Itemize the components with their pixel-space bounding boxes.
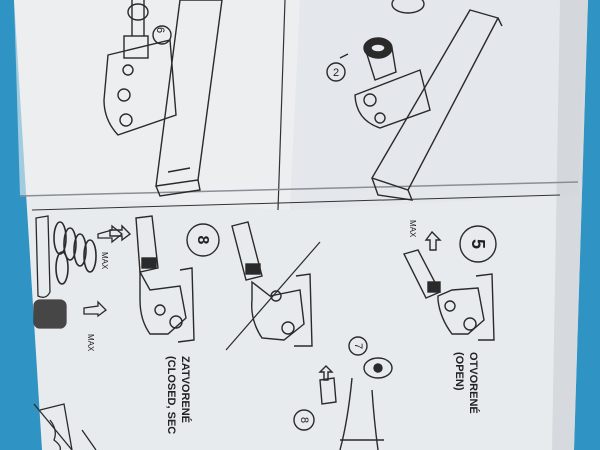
step-6-label: 6 — [154, 27, 166, 33]
section-divider — [31, 194, 561, 211]
drawing-hitch-step7 — [293, 336, 393, 450]
step-8b-label: 8 — [298, 417, 310, 423]
drawing-crossed-out — [225, 221, 321, 351]
drawing-spring-max — [33, 215, 124, 329]
caption-open-line2: (OPEN) — [453, 352, 465, 391]
step-7-label: 7 — [352, 343, 364, 349]
max-label-b: MAX — [86, 334, 95, 352]
caption-open-line1: OTVORENÉ — [467, 352, 480, 414]
fold-line-vertical — [277, 0, 286, 211]
paper-sheet — [14, 0, 588, 450]
fold-line-horizontal — [19, 181, 579, 197]
caption-closed-line2: (CLOSED, SEC — [165, 356, 177, 434]
caption-closed-line1: ZATVORENÉ — [179, 356, 192, 423]
max-label-c: MAX — [408, 220, 417, 238]
step-8-label: 8 — [194, 236, 211, 245]
drawing-clamp-step8 — [109, 215, 220, 343]
drawing-bottom-left-partial — [33, 403, 97, 450]
step-5-label: 5 — [468, 239, 488, 249]
step-2-label: 2 — [333, 67, 339, 79]
drawing-tube-hinge-step6 — [103, 0, 223, 197]
drawing-tube-bolt-step2 — [326, 0, 503, 201]
max-label-a: MAX — [100, 252, 109, 270]
drawing-clamp-step5-open — [402, 225, 497, 341]
